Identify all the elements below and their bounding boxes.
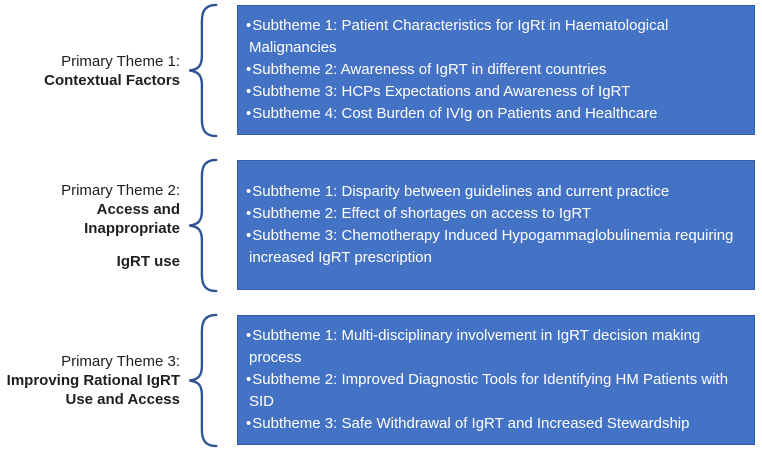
subtheme-text: Subtheme 3: HCPs Expectations and Awaren… (252, 83, 631, 100)
subtheme-item: •Subtheme 1: Patient Characteristics for… (246, 15, 744, 59)
theme-label-line: Primary Theme 2: (61, 181, 180, 199)
theme-3-subthemes-box: •Subtheme 1: Multi-disciplinary involvem… (237, 315, 755, 445)
subtheme-text: Subtheme 1: Disparity between guidelines… (252, 183, 670, 200)
subtheme-item: •Subtheme 3: Safe Withdrawal of IgRT and… (246, 413, 744, 435)
bullet-icon: • (246, 105, 252, 122)
theme-row-2: Primary Theme 2: Access and Inappropriat… (0, 158, 762, 293)
bullet-icon: • (246, 415, 252, 432)
theme-1-label: Primary Theme 1: Contextual Factors (0, 3, 180, 138)
theme-label-line: Primary Theme 3: (61, 353, 180, 370)
subtheme-item: •Subtheme 2: Effect of shortages on acce… (246, 203, 744, 225)
subtheme-text: Subtheme 2: Awareness of IgRT in differe… (252, 61, 607, 78)
curly-brace-icon (183, 158, 219, 293)
theme-label-line: Inappropriate (84, 219, 180, 237)
bullet-icon: • (246, 17, 252, 34)
bullet-icon: • (246, 327, 252, 344)
curly-brace-icon (183, 3, 219, 138)
subtheme-item: •Subtheme 1: Disparity between guideline… (246, 181, 744, 203)
subtheme-text: Subtheme 3: Safe Withdrawal of IgRT and … (252, 415, 690, 432)
subtheme-item: •Subtheme 2: Improved Diagnostic Tools f… (246, 369, 744, 413)
subtheme-text: Subtheme 1: Patient Characteristics for … (249, 17, 669, 56)
subtheme-item: •Subtheme 4: Cost Burden of IVIg on Pati… (246, 103, 744, 125)
bullet-icon: • (246, 83, 252, 100)
theme-3-label: Primary Theme 3: Improving Rational IgRT… (0, 313, 180, 448)
subtheme-text: Subtheme 3: Chemotherapy Induced Hypogam… (249, 227, 734, 266)
bullet-icon: • (246, 183, 252, 200)
bullet-icon: • (246, 61, 252, 78)
subtheme-text: Subtheme 2: Effect of shortages on acces… (252, 205, 592, 222)
bullet-icon: • (246, 227, 252, 244)
theme-1-subthemes-box: •Subtheme 1: Patient Characteristics for… (237, 5, 755, 135)
bullet-icon: • (246, 371, 252, 388)
theme-label-line: Primary Theme 1: (61, 52, 180, 70)
theme-label-line: Access and (96, 200, 180, 218)
subtheme-text: Subtheme 4: Cost Burden of IVIg on Patie… (252, 105, 658, 122)
theme-label-line: Improving Rational IgRT (6, 372, 180, 389)
theme-row-1: Primary Theme 1: Contextual Factors •Sub… (0, 3, 762, 138)
subtheme-text: Subtheme 2: Improved Diagnostic Tools fo… (249, 371, 729, 410)
theme-label-line: Contextual Factors (44, 71, 180, 89)
subtheme-text: Subtheme 1: Multi-disciplinary involveme… (249, 327, 701, 366)
subtheme-item: •Subtheme 3: Chemotherapy Induced Hypoga… (246, 225, 744, 269)
bullet-icon: • (246, 205, 252, 222)
subtheme-item: •Subtheme 3: HCPs Expectations and Aware… (246, 81, 744, 103)
subtheme-item: •Subtheme 2: Awareness of IgRT in differ… (246, 59, 744, 81)
theme-label-line: Use and Access (65, 391, 180, 408)
theme-label-line: IgRT use (116, 252, 180, 270)
theme-2-subthemes-box: •Subtheme 1: Disparity between guideline… (237, 160, 755, 290)
theme-row-3: Primary Theme 3: Improving Rational IgRT… (0, 313, 762, 448)
theme-2-label: Primary Theme 2: Access and Inappropriat… (0, 158, 180, 293)
curly-brace-icon (183, 313, 219, 448)
subtheme-item: •Subtheme 1: Multi-disciplinary involvem… (246, 325, 744, 369)
